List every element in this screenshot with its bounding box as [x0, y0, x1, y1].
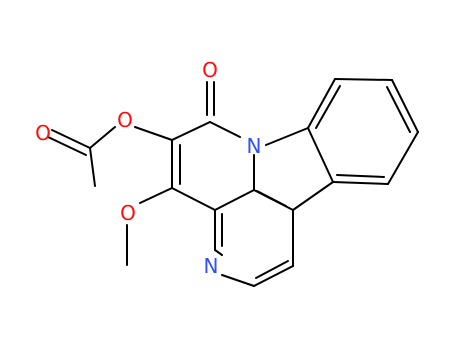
bond-benz-3	[387, 131, 419, 185]
bond-carbonyl-double-b	[47, 136, 87, 156]
bond-c-c-pyr	[253, 265, 294, 287]
bond-methyl-carbonyl	[89, 147, 96, 187]
bond-c-n-pyr	[214, 249, 223, 256]
atom-carbonyl-oxygen: O	[202, 58, 218, 82]
bond-benz-4	[391, 79, 419, 133]
bond-lines	[47, 78, 419, 287]
bond-benz-6	[307, 78, 336, 129]
bond-n-c10a	[265, 127, 309, 146]
bond-c9a-c9b	[214, 189, 255, 211]
bond-carbonyl-double-a	[51, 129, 91, 149]
bond-c6a-c9a-inner	[256, 190, 287, 207]
atom-indole-nitrogen: N	[247, 134, 262, 158]
atom-labels: O O O O N N	[35, 58, 261, 278]
atom-acetyl-oxygen: O	[35, 121, 51, 145]
bond-n-pyr-c	[221, 274, 255, 287]
atom-methoxy-oxygen: O	[120, 201, 136, 225]
bond-c8-c7	[171, 121, 211, 141]
bond-ester-o-ring	[134, 126, 173, 141]
bond-c9b-c9	[171, 187, 216, 211]
bond-c6a-c6b	[292, 181, 334, 211]
bond-c7-n	[209, 121, 241, 138]
bond-carbonyl-ester-o	[89, 126, 116, 149]
bond-benz-6-inner	[315, 85, 341, 129]
bond-benz-4-inner	[386, 86, 411, 133]
bond-c9-o	[139, 187, 173, 204]
bond-benz-2-inner	[336, 174, 385, 178]
bond-c-c-pyr-inner	[255, 260, 289, 279]
bond-benz-1	[307, 127, 334, 183]
bond-benz-2	[332, 181, 389, 185]
atom-ester-oxygen: O	[117, 108, 133, 132]
atom-pyridine-nitrogen: N	[204, 254, 219, 278]
bond-benz-5	[334, 78, 393, 81]
